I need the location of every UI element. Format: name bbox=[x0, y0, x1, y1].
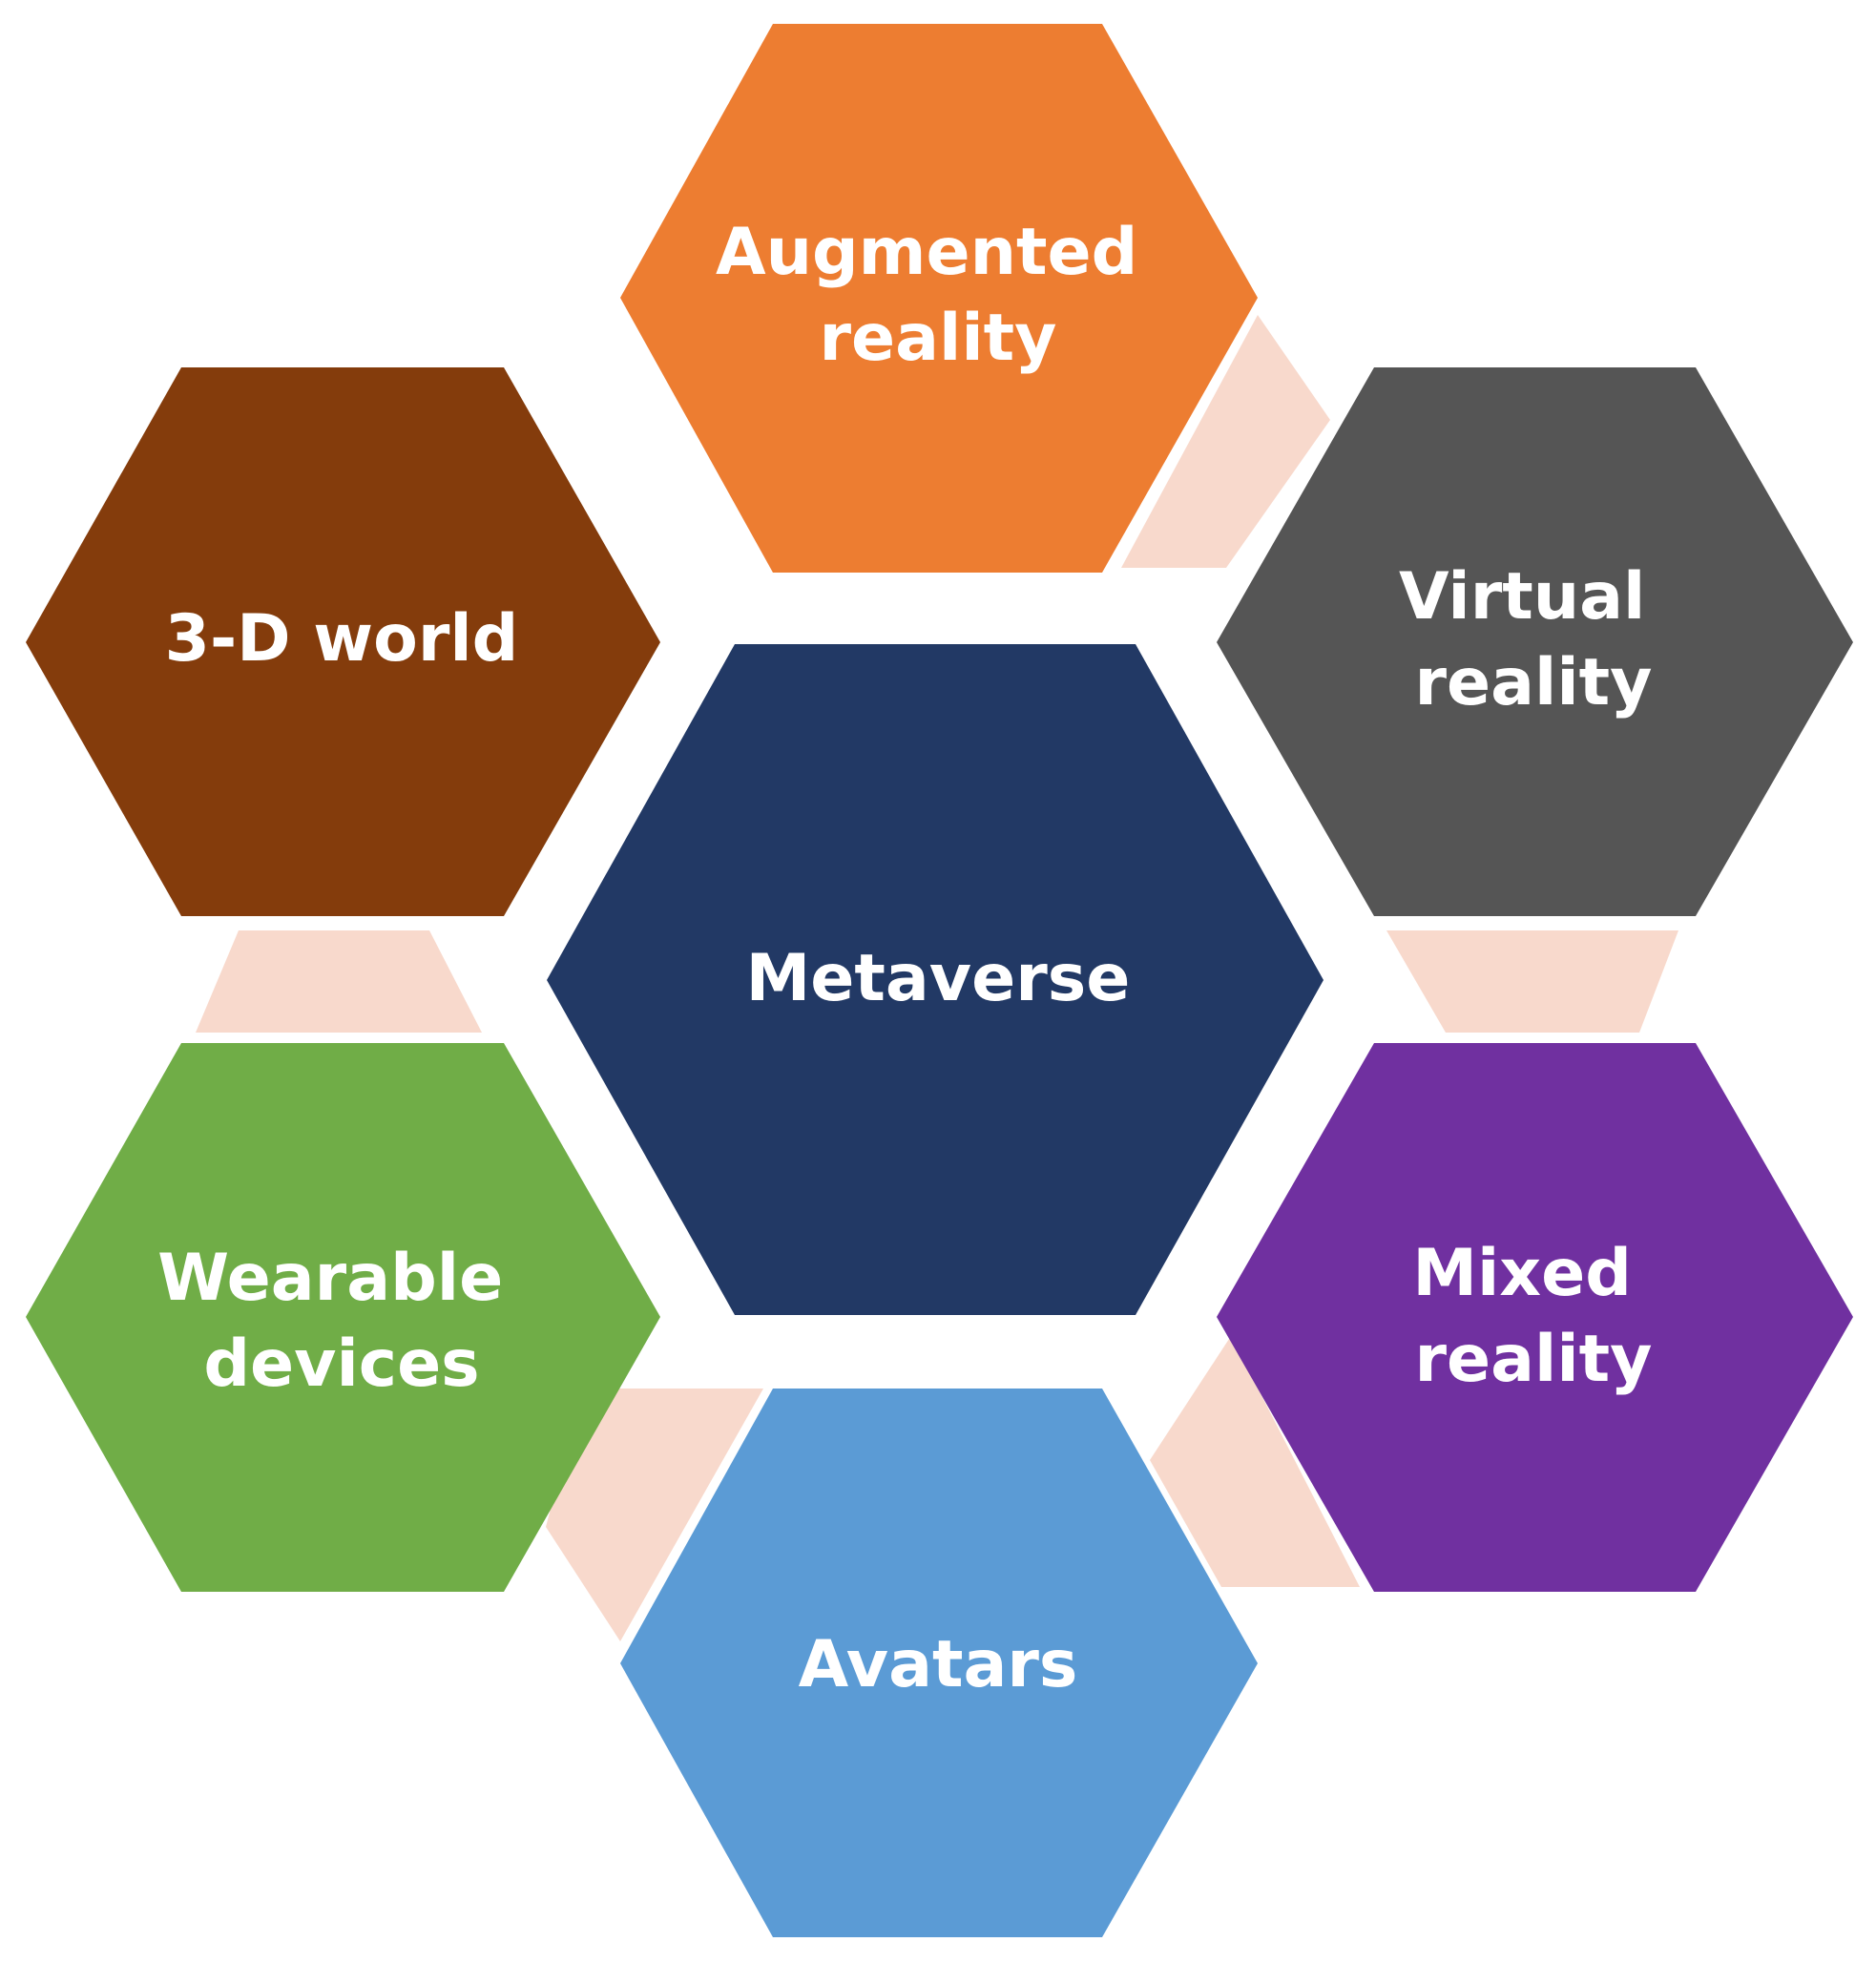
hexagon-virtual-reality bbox=[1217, 367, 1853, 916]
connector-mixed-avatars bbox=[1150, 1336, 1360, 1587]
metaverse-label: Metaverse bbox=[746, 941, 1131, 1016]
hexagon-wearable-devices bbox=[26, 1043, 660, 1592]
connectors bbox=[196, 315, 1678, 1641]
3d-world-label: 3-D world bbox=[165, 601, 519, 677]
hexagon-3d-world bbox=[26, 367, 660, 916]
connector-avatars-wearable bbox=[546, 1389, 763, 1641]
wearable-devices-label: Wearable devices bbox=[157, 1241, 526, 1402]
hexagon-metaverse bbox=[547, 644, 1324, 1315]
avatars-label: Avatars bbox=[799, 1627, 1078, 1702]
hexagon-mixed-reality bbox=[1217, 1043, 1853, 1592]
hexagon-augmented-reality bbox=[620, 24, 1258, 573]
connector-augmented-virtual bbox=[1121, 315, 1330, 568]
hexagon-avatars bbox=[620, 1389, 1258, 1937]
augmented-reality-label: Augmented reality bbox=[716, 215, 1160, 376]
connector-wearable-3dworld bbox=[196, 930, 482, 1033]
virtual-reality-label: Virtual reality bbox=[1399, 559, 1668, 720]
mixed-reality-label: Mixed reality bbox=[1412, 1236, 1654, 1397]
connector-virtual-mixed bbox=[1386, 930, 1678, 1033]
